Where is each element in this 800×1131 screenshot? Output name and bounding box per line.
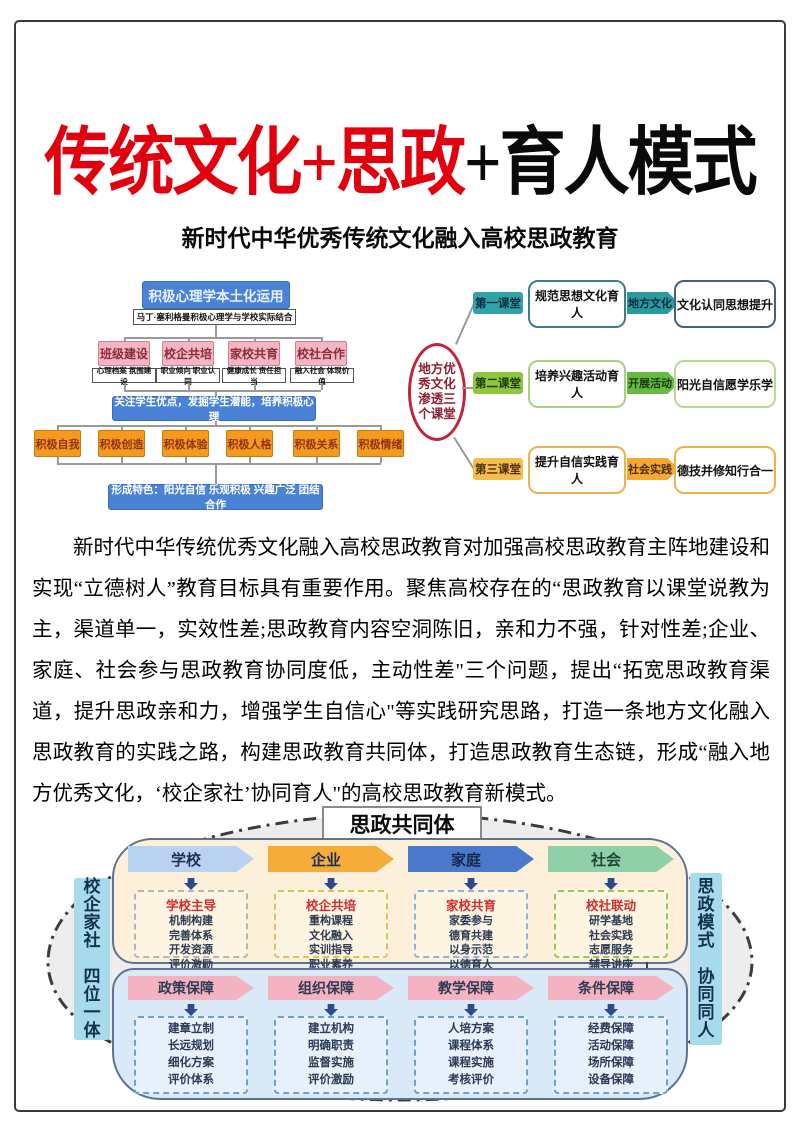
psych-root-box: 积极心理学本土化运用 [142,281,290,309]
pillar-box: 校企共培 [162,341,214,366]
focus-bar: 关注学生优点，发掘学生潜能，培养积极心理 [112,396,316,423]
feature-bar: 形成特色：阳光自信 乐观积极 兴趣广泛 团结合作 [108,484,323,511]
pillar-note: 融入社会 体现价值 [290,366,354,386]
connector-line [57,425,381,427]
role-title: 家校共育 [445,899,496,913]
connector-line [188,337,190,342]
course-via-arrow: 地方文化 [627,292,679,314]
connector-line [254,337,256,342]
pillar-note: 心理档案 氛围建设 [92,366,156,386]
measure-box: 建章立制 长远规划 细化方案 评价体系 [134,1016,248,1094]
pillar-box: 班级建设 [98,341,150,366]
trait-box: 积极关系 [293,430,340,457]
pillar-box: 校社合作 [295,341,347,366]
psych-root-note: 马丁·塞利格曼积极心理学与学校实际结合 [133,309,296,325]
course-hub-ellipse: 地方优 秀文化 渗透三 个课堂 [408,343,466,441]
connector-line [316,425,318,430]
connector-line [124,383,126,390]
course-via-arrow: 开展活动 [627,372,679,394]
course-row-label: 第一课堂 [473,292,523,314]
connector-line [57,425,59,430]
role-lines: 家委参与 德育共建 以身示范 以德育人 [449,915,493,971]
connector-line [249,425,251,430]
role-box: 校企共培 重构课程 文化融入 实训指导 职业素养 [274,890,388,971]
actor-chevron: 学校 [128,846,254,872]
course-row-label: 第三课堂 [473,458,523,480]
pillar-note: 健康成长 责任担当 [222,366,286,386]
connector-line [321,337,323,342]
role-title: 校社联动 [585,899,636,913]
course-row-label: 第二课堂 [473,372,523,394]
connector-line [215,463,217,484]
page-subtitle: 新时代中华优秀传统文化融入高校思政教育 [181,226,619,251]
role-lines: 重构课程 文化融入 实训指导 职业素养 [309,915,353,971]
connector-line [124,337,321,339]
connector-line [215,421,217,425]
page-title: 传统文化+思政+育人模式 [0,102,800,210]
course-action-box: 培养兴趣活动育人 [528,360,626,408]
connector-line [215,325,217,337]
pillar-box: 家校共育 [228,341,280,366]
trait-box: 积极自我 [34,430,81,457]
pillar-note: 职业倾向 职业认同 [156,366,220,386]
body-paragraph: 新时代中华传统优秀文化融入高校思政教育对加强高校思政教育主阵地建设和实现“立德树… [32,537,770,805]
community-title: 思政共同体 [322,806,482,842]
page-border [14,20,786,1112]
guarantee-chevron: 组织保障 [268,976,394,1000]
role-title: 校企共培 [305,899,356,913]
course-action-box: 提升自信实践育人 [528,446,626,494]
connector-line [254,383,256,390]
role-box: 学校主导 机制构建 完善体系 开发资源 评价激励 [134,890,248,971]
left-tag: 校 企 家 社 四 位 一 体 [74,877,110,1040]
page-title-black: +育人模式 [464,122,758,205]
connector-line [121,425,123,430]
connector-line [57,463,381,465]
connector-line [380,425,382,430]
trait-box: 积极人格 [226,430,273,457]
trait-box: 积极体验 [162,430,209,457]
connector-line [124,390,321,392]
community-diagram: 思政共同体 校 企 家 社 四 位 一 体 思 政 模 式 协 同 同 人 学校… [40,798,760,1112]
role-box: 家校共育 家委参与 德育共建 以身示范 以德育人 [414,890,528,971]
course-action-box: 规范思想文化育人 [528,280,626,328]
role-title: 学校主导 [165,899,216,913]
connector-line [462,387,474,389]
guarantee-chevron: 条件保障 [548,976,674,1000]
actor-chevron: 社会 [548,846,674,872]
connector-line [185,457,187,463]
trait-box: 积极情绪 [357,430,404,457]
course-via-arrow: 社会实践 [627,458,679,480]
right-tag: 思 政 模 式 协 同 同 人 [690,873,722,1045]
role-lines: 研学基地 社会实践 志愿服务 辅导讲座 [589,915,633,971]
connector-line [316,457,318,463]
measure-box: 人培方案 课程体系 课程实施 考核评价 [414,1016,528,1094]
measure-box: 建立机构 明确职责 监督实施 评价激励 [274,1016,388,1094]
role-box: 校社联动 研学基地 社会实践 志愿服务 辅导讲座 [554,890,668,971]
actor-chevron: 企业 [268,846,394,872]
connector-line [204,962,206,970]
connector-line [380,457,382,463]
course-result-box: 文化认同思想提升 [674,280,776,328]
connector-line [121,457,123,463]
connector-line [185,425,187,430]
connector-line [57,457,59,463]
page-title-red: 传统文化+思政 [44,122,466,205]
role-lines: 机制构建 完善体系 开发资源 评价激励 [169,915,213,971]
connector-line [249,457,251,463]
connector-line [124,337,126,342]
connector-line [188,383,190,390]
guarantee-chevron: 政策保障 [128,976,254,1000]
course-result-box: 德技并修知行合一 [674,446,776,494]
connector-line [646,962,648,970]
connector-line [321,383,323,390]
trait-box: 积极创造 [98,430,145,457]
connector-line [215,391,217,396]
actor-chevron: 家庭 [408,846,534,872]
course-result-box: 阳光自信愿学乐学 [674,360,776,408]
measure-box: 经费保障 活动保障 场所保障 设备保障 [554,1016,668,1094]
guarantee-chevron: 教学保障 [408,976,534,1000]
